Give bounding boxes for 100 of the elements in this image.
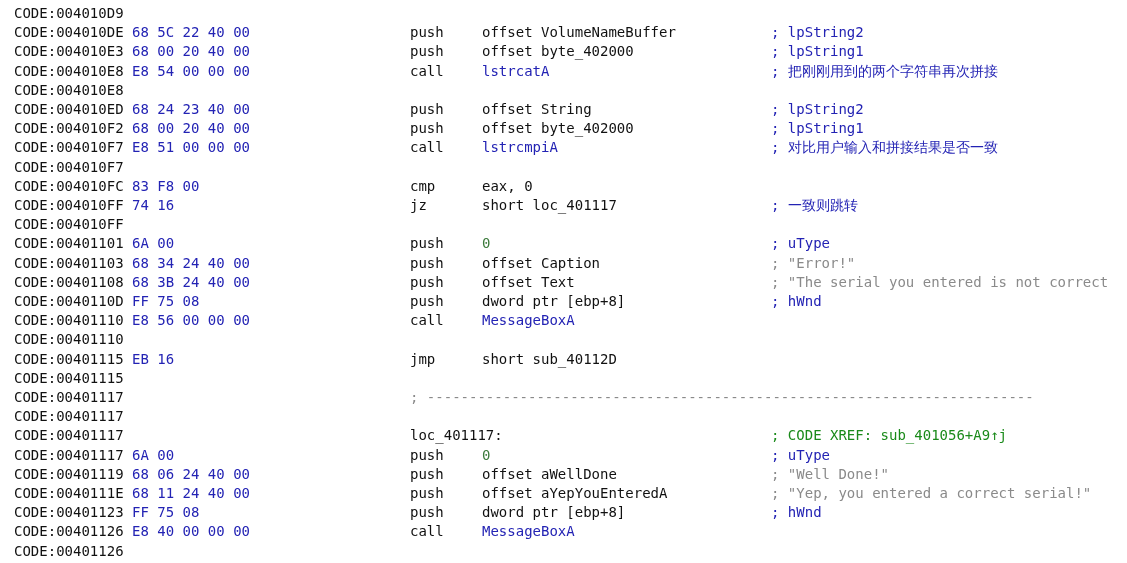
string-comment: ; "Yep, you entered a correct serial!" [771,484,1092,502]
address-text: CODE:00401119 [14,464,124,483]
address-text: CODE:004010E8 [14,61,124,80]
mnemonic: push [410,253,444,272]
comment: ; 把刚刚用到的两个字符串再次拼接 [771,61,998,80]
mnemonic: cmp [410,176,436,195]
operand: offset Text [482,272,575,291]
operand: lstrcmpiA [482,138,558,157]
mnemonic: push [410,445,444,464]
address-text: CODE:00401110 [14,311,124,330]
address-text: CODE:00401103 [14,253,124,272]
hex-bytes: E8 51 00 00 00 [132,138,250,157]
address-text: CODE:00401117 [14,407,124,426]
address-text: CODE:00401117 [14,426,124,445]
address-text: CODE:004010E8 [14,80,124,99]
address-text: CODE:004010F7 [14,138,124,157]
mnemonic: call [410,522,444,541]
operand: offset aYepYouEnteredA [482,484,668,502]
mnemonic: jz [410,196,427,214]
address-text: CODE:004010F7 [14,157,124,176]
operand: offset String [482,100,592,118]
mnemonic: push [410,119,444,138]
address-text: CODE:0040110D [14,292,124,310]
hex-bytes: 68 5C 22 40 00 [132,23,250,42]
comment: ; 对比用户输入和拼接结果是否一致 [771,138,998,157]
mnemonic: push [410,272,444,291]
address-text: CODE:004010F2 [14,119,124,138]
comment: ; lpString2 [771,23,864,42]
hex-bytes: 74 16 [132,196,175,214]
address-text: CODE:004010FF [14,196,124,214]
operand: 0 [482,445,491,464]
address-text: CODE:00401117 [14,388,124,406]
hex-bytes: 68 24 23 40 00 [132,100,250,118]
address-text: CODE:00401126 [14,522,124,541]
comment: ; lpString1 [771,119,864,138]
address-text: CODE:004010FC [14,176,124,195]
string-comment: ; "Error!" [771,253,856,272]
string-comment: ; "Well Done!" [771,464,889,483]
operand: short loc_401117 [482,196,617,214]
string-comment: ; "The serial you entered is not correct [771,272,1109,291]
mnemonic: jmp [410,349,436,368]
address-text: CODE:00401101 [14,234,124,253]
hex-bytes: 68 00 20 40 00 [132,119,250,138]
address-text: CODE:0040111E [14,484,124,502]
code-label: loc_401117: [410,426,503,445]
hex-bytes: E8 54 00 00 00 [132,61,250,80]
hex-bytes: FF 75 08 [132,292,200,310]
mnemonic: push [410,23,444,42]
mnemonic: push [410,100,444,118]
operand: short sub_40112D [482,349,617,368]
address-text: CODE:00401126 [14,541,124,560]
address-text: CODE:004010FF [14,215,124,234]
mnemonic: call [410,61,444,80]
hex-bytes: 68 34 24 40 00 [132,253,250,272]
mnemonic: push [410,42,444,61]
operand: 0 [482,234,491,253]
comment: ; hWnd [771,503,822,522]
hex-bytes: 68 06 24 40 00 [132,464,250,483]
operand: dword ptr [ebp+8] [482,503,626,522]
operand: lstrcatA [482,61,550,80]
operand: MessageBoxA [482,522,575,541]
operand: offset byte_402000 [482,119,634,138]
hex-bytes: 68 00 20 40 00 [132,42,250,61]
operand: dword ptr [ebp+8] [482,292,626,310]
address-text: CODE:00401123 [14,503,124,522]
operand: eax, 0 [482,176,533,195]
address-text: CODE:004010ED [14,100,124,118]
address-text: CODE:00401115 [14,349,124,368]
mnemonic: push [410,234,444,253]
comment: ; lpString2 [771,100,864,118]
hex-bytes: 68 3B 24 40 00 [132,272,250,291]
address-text: CODE:004010DE [14,23,124,42]
mnemonic: push [410,292,444,310]
xref-comment: ; CODE XREF: sub_401056+A9↑j [771,426,1007,445]
hex-bytes: FF 75 08 [132,503,200,522]
hex-bytes: 68 11 24 40 00 [132,484,250,502]
hex-bytes: E8 56 00 00 00 [132,311,250,330]
comment: ; hWnd [771,292,822,310]
comment: ; 一致则跳转 [771,196,858,214]
hex-bytes: 6A 00 [132,234,175,253]
comment: ; uType [771,234,830,253]
hex-bytes: 83 F8 00 [132,176,200,195]
mnemonic: push [410,464,444,483]
separator-comment: ; ------------------------------------------------------------------------ [410,388,1034,406]
address-text: CODE:004010E3 [14,42,124,61]
mnemonic: call [410,311,444,330]
hex-bytes: EB 16 [132,349,175,368]
address-text: CODE:00401108 [14,272,124,291]
operand: offset aWellDone [482,464,617,483]
hex-bytes: 6A 00 [132,445,175,464]
address-text: CODE:00401115 [14,368,124,387]
mnemonic: push [410,503,444,522]
hex-bytes: E8 40 00 00 00 [132,522,250,541]
operand: MessageBoxA [482,311,575,330]
mnemonic: push [410,484,444,502]
comment: ; uType [771,445,830,464]
address-text: CODE:00401110 [14,330,124,349]
address-text: CODE:00401117 [14,445,124,464]
operand: offset byte_402000 [482,42,634,61]
operand: offset VolumeNameBuffer [482,23,676,42]
